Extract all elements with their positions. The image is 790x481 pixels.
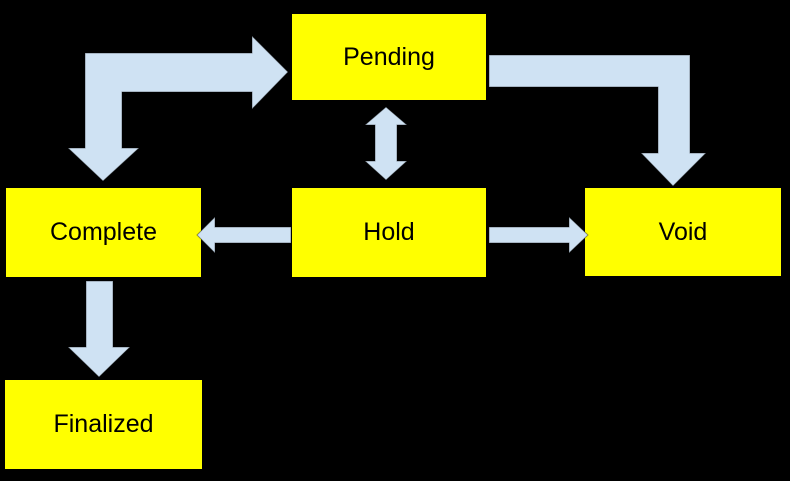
node-hold: Hold xyxy=(290,186,488,279)
node-complete: Complete xyxy=(4,186,203,279)
arrow-complete-pending-bidirectional-icon xyxy=(66,34,289,182)
node-void: Void xyxy=(583,186,783,278)
arrow-pending-to-void-icon xyxy=(488,54,708,187)
arrow-hold-to-void-icon xyxy=(488,215,589,255)
node-hold-label: Hold xyxy=(363,218,415,246)
arrow-complete-to-finalized-icon xyxy=(66,280,132,378)
node-finalized-label: Finalized xyxy=(53,410,154,438)
arrow-pending-hold-bidirectional-icon xyxy=(363,106,409,181)
node-complete-label: Complete xyxy=(50,218,157,246)
arrow-hold-to-complete-icon xyxy=(196,215,292,255)
node-void-label: Void xyxy=(658,217,708,246)
node-pending-label: Pending xyxy=(343,42,435,71)
node-pending: Pending xyxy=(290,12,488,102)
node-finalized: Finalized xyxy=(3,378,204,471)
